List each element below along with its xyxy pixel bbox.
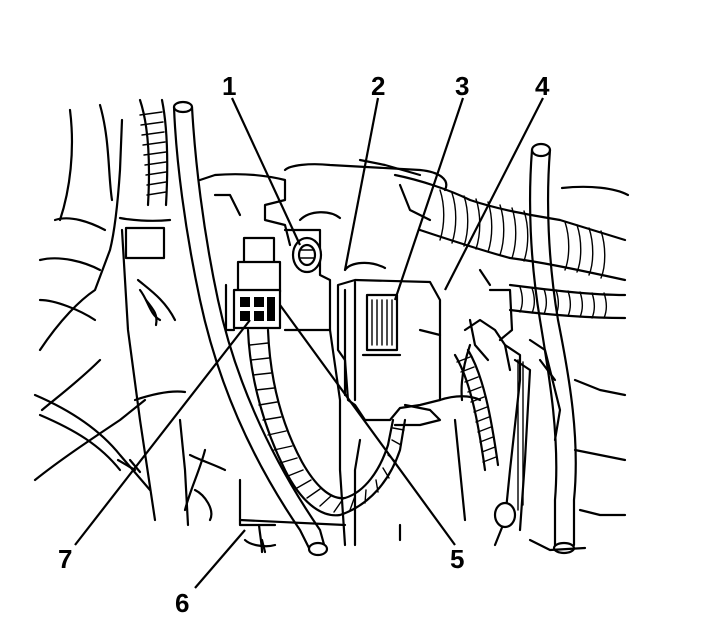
item-4-bracket-assembly	[460, 288, 627, 552]
left-vertical-tube	[172, 100, 329, 557]
callout-4: 4	[535, 71, 550, 101]
leader-2	[343, 97, 380, 271]
item-3-connector-module	[336, 261, 442, 427]
callout-7: 7	[58, 544, 72, 574]
item-6-wiring-harness	[246, 328, 407, 554]
leader-7	[74, 319, 251, 546]
callout-leaders	[74, 97, 544, 589]
callout-labels: 1 2 3 4 5 6 7	[58, 71, 550, 618]
leader-3	[393, 97, 465, 301]
right-lower-conduit	[508, 283, 627, 320]
callout-6: 6	[175, 588, 189, 618]
upper-left-coiled-hose	[118, 98, 172, 260]
central-module-housing	[183, 163, 448, 554]
right-small-hose	[453, 348, 500, 472]
leader-1	[231, 97, 301, 246]
right-vertical-tube	[528, 142, 577, 555]
item-7-connector	[224, 236, 282, 332]
item-1-grommet	[291, 236, 323, 274]
center-right-structure	[418, 268, 492, 522]
upper-right-conduit	[358, 158, 630, 282]
callout-2: 2	[371, 71, 385, 101]
callout-1: 1	[222, 71, 236, 101]
leader-5	[279, 304, 456, 546]
leader-6	[194, 529, 246, 589]
left-body-panel	[33, 103, 152, 492]
left-frame-rail	[120, 228, 190, 527]
leader-4	[444, 97, 544, 291]
callout-3: 3	[455, 71, 469, 101]
callout-5: 5	[450, 544, 464, 574]
